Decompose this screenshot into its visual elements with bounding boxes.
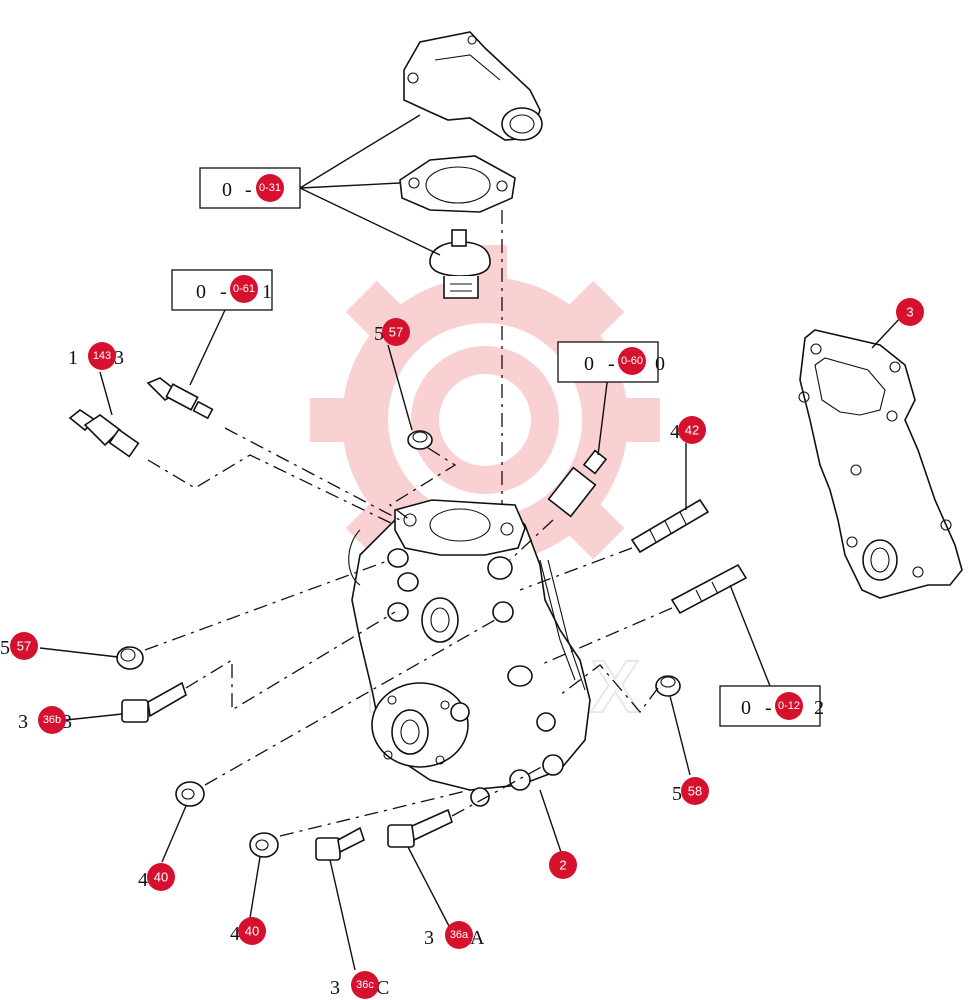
marker-40-a-prefix: 4 [138, 869, 148, 891]
marker-36c[interactable]: 3 C 36c [330, 971, 389, 999]
plug-58 [559, 664, 691, 776]
stud-42 [519, 443, 710, 591]
leader-2 [539, 789, 563, 856]
bolt-36a [387, 764, 546, 929]
marker-36b[interactable]: 3 3 36b [18, 706, 72, 734]
marker-36c-suffix: C [376, 977, 389, 999]
marker-57-top[interactable]: 5 57 [374, 318, 410, 346]
callout-suffix-0-60: 0 [655, 353, 665, 375]
callout-0-31-leaders [299, 114, 441, 256]
marker-42[interactable]: 4 42 [670, 416, 706, 444]
marker-36a-badge: 36a [450, 929, 469, 941]
callout-ref-0-60: 0 [584, 353, 594, 375]
bolt-36c [315, 826, 365, 971]
callout-box-0-60[interactable]: 0 - 0-60 0 [557, 341, 665, 383]
badge-0-31: 0-31 [259, 182, 281, 194]
marker-42-badge: 42 [685, 423, 699, 438]
badge-0-60: 0-60 [621, 355, 643, 367]
svg-text:-: - [765, 697, 772, 719]
marker-143[interactable]: 1 3 143 [68, 342, 124, 370]
marker-36c-prefix: 3 [330, 977, 340, 999]
pump-pulley-flange [371, 665, 564, 807]
stud-0-12 [539, 563, 771, 687]
marker-42-prefix: 4 [670, 421, 680, 443]
svg-text:-: - [220, 281, 227, 303]
marker-36b-prefix: 3 [18, 711, 28, 733]
marker-57-left[interactable]: 5 57 [0, 632, 38, 660]
thermostat-gasket [399, 155, 516, 213]
callout-box-0-61[interactable]: 0 - 0-61 1 [171, 269, 273, 311]
marker-40-b[interactable]: 4 40 [230, 917, 266, 945]
marker-143-suffix: 3 [114, 347, 124, 369]
marker-40-b-prefix: 4 [230, 923, 240, 945]
temperature-sensor-left [68, 371, 396, 526]
marker-57-top-badge: 57 [389, 325, 403, 340]
bolt-36b [65, 611, 396, 723]
marker-3-badge: 3 [906, 305, 913, 320]
plug-57-left [39, 559, 391, 670]
marker-40-a-badge: 40 [154, 870, 168, 885]
callout-ref-0-12: 0 [741, 697, 751, 719]
marker-58[interactable]: 5 58 [672, 777, 709, 805]
marker-36c-badge: 36c [356, 979, 374, 991]
callout-ref-0-61: 0 [196, 281, 206, 303]
temperature-switch-wire [146, 309, 401, 521]
plug-57-top [387, 344, 457, 521]
marker-36b-suffix: 3 [62, 711, 72, 733]
marker-36a[interactable]: 3 A 36a [424, 921, 485, 949]
marker-57-left-badge: 57 [17, 639, 31, 654]
thermostat [429, 229, 491, 299]
pump-gasket-plate [798, 315, 963, 599]
marker-2-badge: 2 [559, 858, 566, 873]
svg-text:-: - [245, 179, 252, 201]
marker-40-b-badge: 40 [245, 924, 259, 939]
pressure-sender [509, 374, 609, 561]
marker-57-top-prefix: 5 [374, 323, 384, 345]
callout-suffix-0-61: 1 [262, 281, 272, 303]
marker-40-a[interactable]: 4 40 [138, 863, 175, 891]
marker-58-badge: 58 [688, 784, 702, 799]
badge-0-12: 0-12 [778, 700, 800, 712]
marker-2[interactable]: 2 [549, 851, 577, 879]
marker-143-prefix: 1 [68, 347, 78, 369]
marker-36a-suffix: A [470, 927, 485, 949]
marker-36b-badge: 36b [43, 714, 61, 726]
callout-ref-0-31: 0 [222, 179, 232, 201]
marker-36a-prefix: 3 [424, 927, 434, 949]
marker-143-badge: 143 [93, 350, 111, 362]
nut-40-b [249, 789, 471, 919]
callout-box-0-31[interactable]: 0 - 0-31 [199, 167, 301, 209]
marker-57-left-prefix: 5 [0, 637, 10, 659]
svg-text:-: - [608, 353, 615, 375]
badge-0-61: 0-61 [233, 283, 255, 295]
callout-suffix-0-12: 2 [814, 697, 824, 719]
nut-40-a [161, 619, 496, 863]
callout-box-0-12[interactable]: 0 - 0-12 2 [719, 685, 824, 727]
marker-3[interactable]: 3 [896, 298, 924, 326]
marker-58-prefix: 5 [672, 783, 682, 805]
thermostat-cover [403, 31, 543, 141]
